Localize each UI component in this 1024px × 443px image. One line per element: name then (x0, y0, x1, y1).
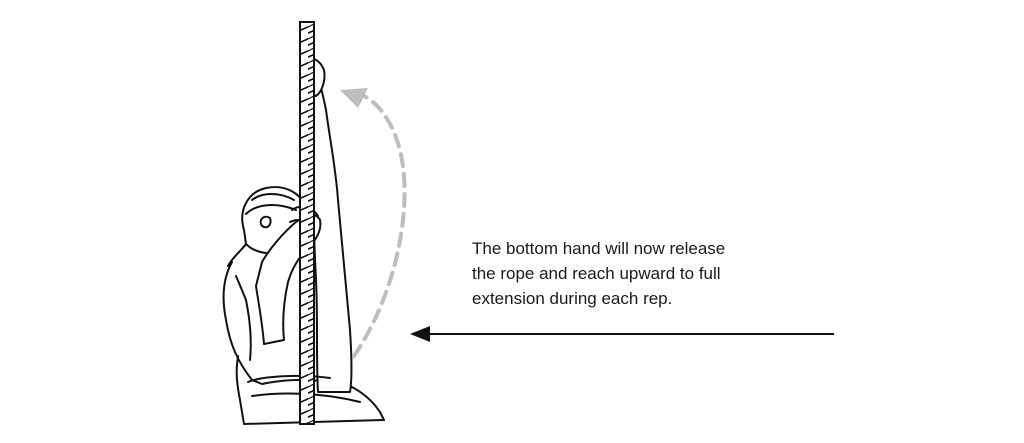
climbing-rope (299, 21, 315, 425)
motion-arrow-icon (340, 88, 407, 358)
caption-line-1: The bottom hand will now release (472, 239, 726, 258)
caption-text: The bottom hand will now release the rop… (472, 236, 832, 311)
pointer-arrow-icon (410, 326, 834, 342)
caption-line-2: the rope and reach upward to full (472, 264, 721, 283)
caption-line-3: extension during each rep. (472, 289, 673, 308)
